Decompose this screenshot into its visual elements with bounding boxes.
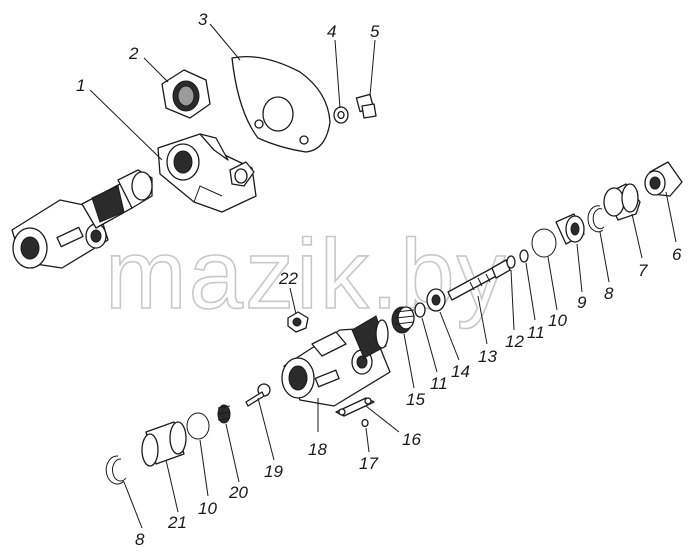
part-15-spring <box>391 306 415 334</box>
callout-20: 20 <box>228 483 248 502</box>
callout-11-lower: 11 <box>430 374 448 393</box>
callout-4: 4 <box>327 22 336 41</box>
callout-17: 17 <box>359 454 378 473</box>
callout-9: 9 <box>577 293 587 312</box>
callout-21: 21 <box>167 513 187 532</box>
part-19-pin <box>245 383 271 407</box>
callout-13: 13 <box>478 347 497 366</box>
part-5-bolt <box>355 93 377 119</box>
callout-11-upper: 11 <box>527 323 545 342</box>
part-3-gasket <box>231 55 331 153</box>
part-10-oring-upper <box>531 228 557 258</box>
part-11-ring-upper <box>519 249 529 263</box>
leader-lines <box>89 23 677 529</box>
callout-10-upper: 10 <box>548 311 567 330</box>
assembled-valve <box>11 169 153 269</box>
callout-18: 18 <box>308 440 327 459</box>
callout-15: 15 <box>406 390 425 409</box>
part-16-cover-plate <box>335 397 375 417</box>
part-9-seat <box>555 213 585 245</box>
callout-5: 5 <box>370 22 380 41</box>
part-6-end-cap <box>644 161 683 197</box>
part-20-spring <box>217 404 231 424</box>
callout-3: 3 <box>198 10 208 29</box>
callout-8-lower: 8 <box>135 530 145 549</box>
part-1-bracket <box>157 133 257 213</box>
part-12-ring <box>506 255 516 269</box>
part-14-washer <box>426 288 446 312</box>
part-13-stem <box>447 259 511 301</box>
callout-1: 1 <box>76 76 85 95</box>
callout-6: 6 <box>672 245 682 264</box>
callout-12: 12 <box>505 332 524 351</box>
part-18-valve-body <box>281 315 391 407</box>
callout-16: 16 <box>402 430 421 449</box>
part-8-ring-lower <box>105 455 127 485</box>
part-8-ring-upper <box>587 205 605 233</box>
part-22-nut <box>287 311 309 333</box>
part-2-nut <box>161 69 211 119</box>
callout-10-lower: 10 <box>198 499 217 518</box>
part-4-washer <box>333 106 349 124</box>
callout-8-upper: 8 <box>604 284 614 303</box>
callout-2: 2 <box>128 44 139 63</box>
callout-7: 7 <box>638 261 648 280</box>
callout-labels: 1 2 3 4 5 6 7 8 9 10 11 12 13 14 11 15 1… <box>76 10 682 549</box>
part-7-cap <box>603 183 641 221</box>
part-21-piston <box>141 421 187 467</box>
callout-22: 22 <box>278 269 298 288</box>
callout-19: 19 <box>264 462 283 481</box>
callout-14: 14 <box>451 362 470 381</box>
watermark: mazik.by <box>105 219 508 329</box>
part-11-ring-lower <box>414 302 426 318</box>
part-10-oring-lower <box>186 412 210 440</box>
part-17-screw <box>361 418 369 428</box>
